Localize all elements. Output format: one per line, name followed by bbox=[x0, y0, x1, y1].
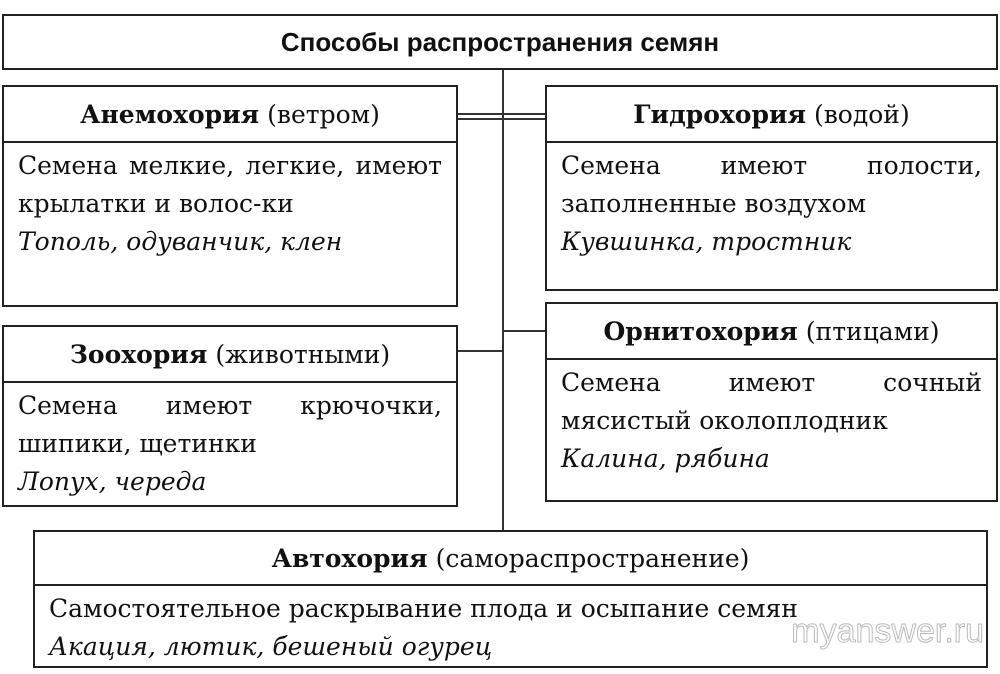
method-name: Гидрохория bbox=[633, 99, 806, 129]
method-note: (животными) bbox=[215, 339, 391, 369]
method-note: (ветром) bbox=[267, 99, 380, 129]
connector-top bbox=[458, 113, 546, 115]
box-ornithochory: Орнитохория(птицами) Семена имеют сочный… bbox=[545, 302, 998, 502]
diagram-title: Способы распространения семян bbox=[2, 14, 998, 70]
description: Семена имеют полости, заполненные воздух… bbox=[561, 151, 982, 218]
method-note: (птицами) bbox=[805, 316, 940, 346]
method-note: (водой) bbox=[813, 99, 910, 129]
examples: Акация, лютик, бешеный огурец bbox=[49, 632, 493, 661]
box-hydrochory: Гидрохория(водой) Семена имеют полости, … bbox=[545, 85, 998, 291]
description: Семена мелкие, легкие, имеют крылатки и … bbox=[18, 151, 442, 218]
examples: Калина, рябина bbox=[561, 444, 770, 473]
examples: Тополь, одуванчик, клен bbox=[18, 227, 343, 256]
description: Семена имеют крючочки, шипики, щетинки bbox=[18, 391, 442, 458]
header-zoochory: Зоохория(животными) bbox=[4, 327, 456, 383]
method-name: Орнитохория bbox=[603, 316, 798, 346]
box-zoochory: Зоохория(животными) Семена имеют крючочк… bbox=[2, 325, 458, 507]
method-name: Автохория bbox=[271, 543, 428, 573]
box-anemochory: Анемохория(ветром) Семена мелкие, легкие… bbox=[2, 85, 458, 307]
header-autochory: Автохория(самораспространение) bbox=[35, 532, 986, 586]
connector-right-middle bbox=[502, 330, 546, 332]
examples: Кувшинка, тростник bbox=[561, 227, 852, 256]
connector-top-2 bbox=[458, 118, 546, 120]
header-hydrochory: Гидрохория(водой) bbox=[547, 87, 996, 143]
watermark: myanswer.ru bbox=[791, 612, 985, 651]
header-anemochory: Анемохория(ветром) bbox=[4, 87, 456, 143]
connector-left-middle bbox=[458, 350, 504, 352]
method-note: (самораспространение) bbox=[435, 543, 750, 573]
description: Самостоятельное раскрывание плода и осып… bbox=[49, 594, 798, 623]
box-autochory: Автохория(самораспространение) Самостоят… bbox=[33, 530, 988, 668]
method-name: Анемохория bbox=[80, 99, 260, 129]
method-name: Зоохория bbox=[69, 339, 208, 369]
header-ornithochory: Орнитохория(птицами) bbox=[547, 304, 996, 360]
description: Семена имеют сочный мясистый околоплодни… bbox=[561, 368, 982, 435]
connector-vertical bbox=[502, 70, 504, 532]
examples: Лопух, череда bbox=[18, 467, 207, 496]
